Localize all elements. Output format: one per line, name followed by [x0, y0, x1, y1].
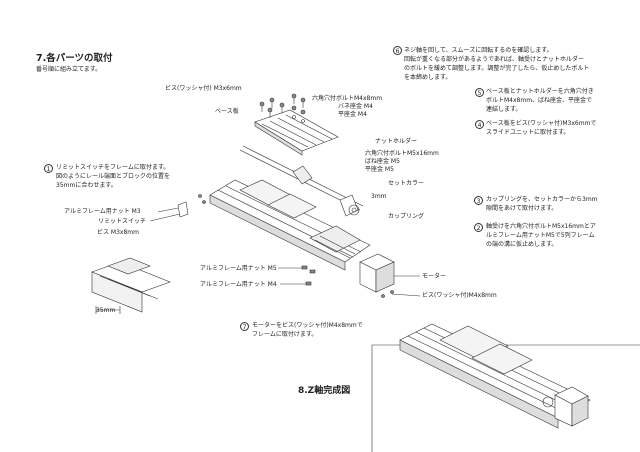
step-4-line-2: スライドユニットに取付ます。	[486, 129, 570, 136]
step-6-badge: 6	[393, 46, 402, 55]
step-4-line-1: ベース板をビス(ワッシャ付)M3x6mmで	[486, 120, 597, 127]
step-3-line-1: カップリングを、セットカラーから3mm	[486, 196, 598, 203]
label-spring-washer-m4: バネ座金 M4	[338, 103, 373, 110]
motor-drawing	[359, 253, 421, 298]
step-6-line-1: ネジ軸を回して、スムーズに回転するのを確認します。	[404, 47, 553, 54]
step-1-line-1: リミットスイッチをフレームに取付ます。	[56, 164, 170, 171]
step-3-badge: 3	[474, 196, 483, 205]
step-1-line-2: 図のようにレール端面とブロックの位置を	[56, 173, 171, 180]
step-5-badge: 5	[475, 88, 484, 97]
step-4-note: ベース板をビス(ワッシャ付)M3x6mmで スライドユニットに取付ます。	[486, 119, 596, 137]
step-5-line-2: ボルトM4x8mm、ばね座金、平座金で	[486, 97, 593, 104]
label-limit-switch: リミットスイッチ	[98, 218, 147, 225]
step-2-line-3: の端の溝に仮止めします。	[486, 241, 558, 248]
limit-switch-drawing	[149, 194, 206, 222]
alu-nuts-drawing	[278, 265, 316, 286]
label-hex-bolt-m4: 六角穴付ボルトM4x8mm	[312, 95, 383, 102]
step-6-line-4: を本締めします。	[404, 74, 452, 81]
rail-frame-drawing	[209, 179, 371, 271]
base-plate-drawing	[254, 109, 339, 156]
label-motor: モーター	[422, 273, 447, 280]
lead-screw-drawing	[239, 145, 364, 217]
step-6-line-3: のボルトを緩めて調整します。調整が完了したら、仮止めしたボルト	[404, 65, 590, 72]
step-2-line-1: 軸受けを六角穴付ボルトM5x16mmとア	[486, 223, 596, 230]
step-1-line-3: 35mmに合わせます。	[56, 182, 117, 189]
completed-caption: 8.Z軸完成図	[298, 386, 351, 396]
page-subtitle: 番号順に組み立てます。	[36, 66, 102, 73]
detail-inset-drawing	[91, 257, 171, 314]
step-5-line-3: 連結します。	[486, 106, 522, 113]
step-5-line-1: ベース板とナットホルダーを六角穴付き	[486, 88, 594, 95]
label-screw-m4x8: ビス(ワッシャ付)M4x8mm	[422, 292, 497, 299]
label-hex-bolt-m5: 六角穴付ボルトM5x16mm	[365, 150, 439, 157]
step-3-line-2: 隙間をあけて取付けます。	[486, 205, 558, 212]
screw-set-top	[259, 93, 306, 123]
step-4-badge: 4	[475, 120, 484, 129]
label-dim-3mm: 3mm	[371, 193, 387, 200]
label-spring-washer-m5: ばね座金 M5	[365, 158, 400, 165]
label-screw-m3x8: ビス M3x8mm	[97, 229, 139, 236]
completed-assembly-drawing	[399, 323, 591, 429]
step-1-badge: 1	[44, 164, 53, 173]
label-base-plate: ベース板	[215, 108, 239, 115]
label-nut-holder: ナットホルダー	[375, 138, 418, 145]
step-6-note: ネジ軸を回して、スムーズに回転するのを確認します。 回転が重くなる部分があるよう…	[404, 46, 589, 82]
step-3-note: カップリングを、セットカラーから3mm 隙間をあけて取付けます。	[486, 195, 598, 213]
step-6-line-2: 回転が重くなる部分があるようであれば、軸受けとナットホルダー	[404, 56, 584, 63]
step-5-note: ベース板とナットホルダーを六角穴付き ボルトM4x8mm、ばね座金、平座金で 連…	[486, 87, 594, 114]
label-screw-m3x6: ビス(ワッシャ付) M3x6mm	[165, 85, 242, 92]
step-7-line-2: フレームに取付けます。	[252, 331, 318, 338]
step-7-badge: 7	[240, 322, 249, 331]
label-alu-nut-m3: アルミフレーム用ナット M3	[64, 208, 141, 215]
step-2-line-2: ルミフレーム用ナットM5で5列フレーム	[486, 232, 595, 239]
step-1-note: リミットスイッチをフレームに取付ます。 図のようにレール端面とブロックの位置を …	[56, 163, 170, 190]
label-dim-35mm: 35mm	[96, 307, 116, 314]
label-alu-nut-m4: アルミフレーム用ナット M4	[200, 281, 277, 288]
label-coupling: カップリング	[388, 213, 425, 220]
step-2-note: 軸受けを六角穴付ボルトM5x16mmとア ルミフレーム用ナットM5で5列フレーム…	[486, 222, 596, 249]
label-alu-nut-m5: アルミフレーム用ナット M5	[200, 265, 277, 272]
label-flat-washer-m5: 平座金 M5	[365, 166, 394, 173]
label-flat-washer-m4: 平座金 M4	[338, 111, 367, 118]
page-title: 7.各パーツの取付	[36, 53, 113, 64]
step-7-line-1: モーターをビス(ワッシャ付)M4x8mmで	[252, 322, 363, 329]
label-set-collar: セットカラー	[388, 180, 425, 187]
step-7-note: モーターをビス(ワッシャ付)M4x8mmで フレームに取付けます。	[252, 321, 363, 339]
step-2-badge: 2	[474, 223, 483, 232]
